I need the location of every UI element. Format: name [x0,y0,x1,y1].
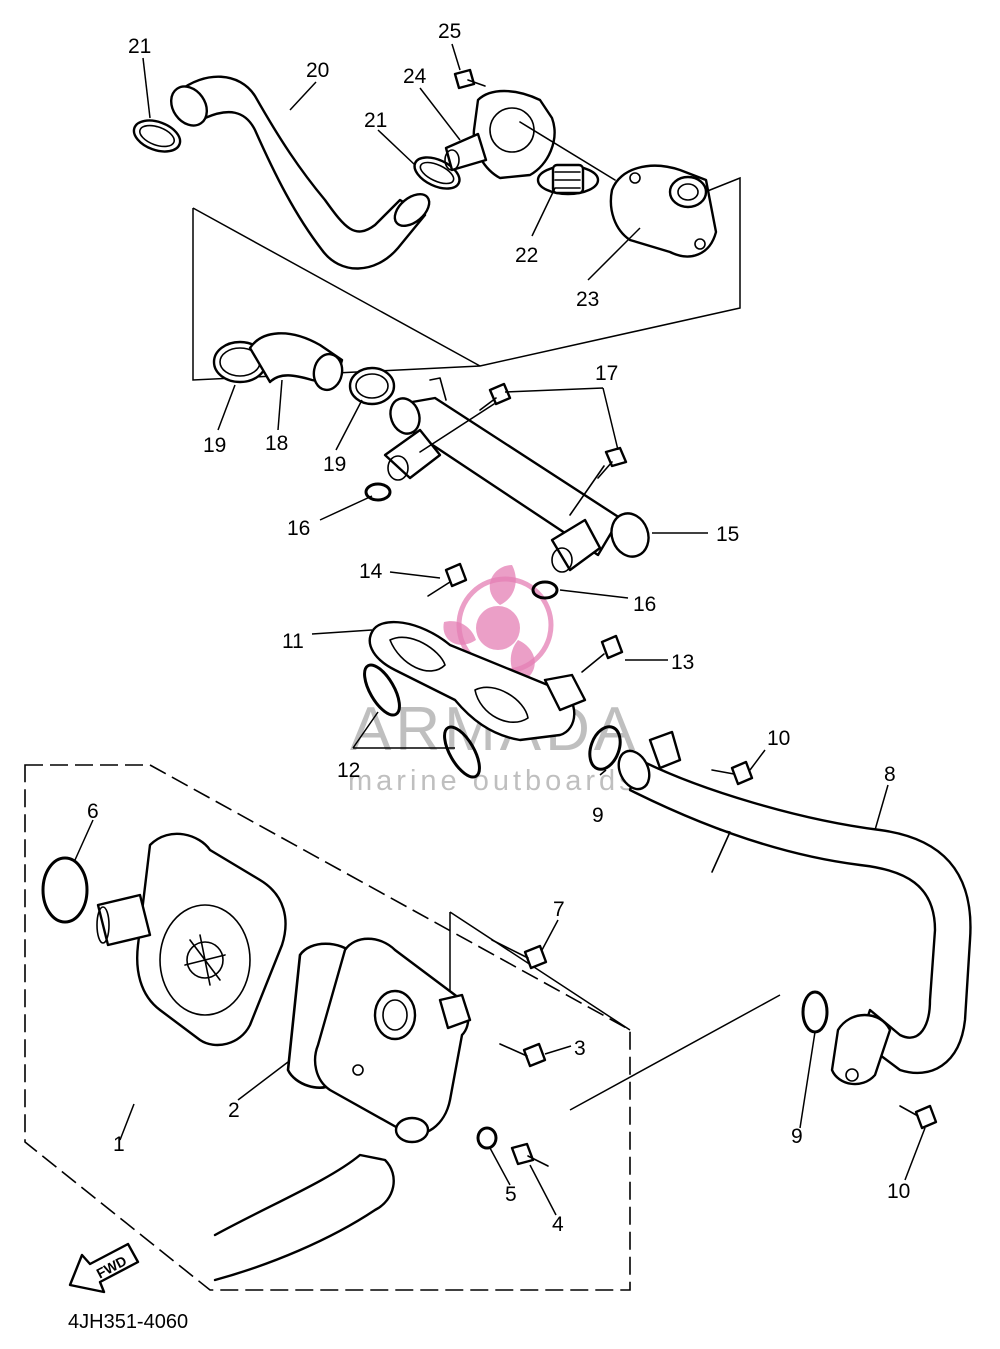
hose-18 [248,332,344,392]
group-frame-water-pump [24,764,631,1291]
lower-hose [213,1153,395,1282]
gasket-12-right [443,725,481,779]
callout-24: 24 [403,65,427,88]
callout-4: 4 [552,1213,564,1236]
callout-3: 3 [574,1037,586,1060]
bolt-14 [427,562,468,597]
callout-16-right: 16 [633,593,656,616]
callout-25: 25 [438,20,461,43]
callouts: 21 20 25 24 21 22 23 17 19 18 19 16 15 1… [87,20,910,1236]
thermostat-cover-24 [444,89,556,180]
bolt-17-paths [419,403,605,516]
clamp-21-right [413,156,461,190]
pipe-15 [383,377,650,573]
diagram-code: 4JH351-4060 [68,1311,188,1333]
thermostat-housing-23 [609,164,718,258]
group-frame-upper-link [192,207,481,367]
leader-lines [74,43,926,1216]
callout-18: 18 [265,432,288,455]
pipe-8 [617,730,972,1086]
callout-7: 7 [553,898,565,921]
clamp-21-left [132,119,182,153]
dash-line-thermo [519,121,616,181]
washer-5 [476,1126,498,1150]
callout-22: 22 [515,244,538,267]
gasket-12-left [363,663,401,717]
callout-23: 23 [576,288,599,311]
callout-1: 1 [113,1133,125,1156]
joint-11 [368,620,587,742]
o-ring-9-lower [801,990,829,1034]
o-ring-16-left [364,482,392,502]
callout-12: 12 [337,759,360,782]
bolt-17-upper [479,382,512,411]
o-ring-9-upper [588,725,622,771]
callout-13: 13 [671,651,694,674]
callout-9-lower: 9 [791,1125,803,1148]
bolt-10-upper [711,760,754,786]
bolt-25 [453,68,486,90]
bolt-7 [491,939,548,970]
o-ring-6 [41,856,89,924]
o-ring-16-right [531,580,559,600]
group-frame-thermostat [192,176,741,381]
bolt-10-lower [899,1104,938,1130]
bolt-17-lower [597,446,628,479]
callout-10-lower: 10 [887,1180,910,1203]
callout-5: 5 [505,1183,517,1206]
callout-19-right: 19 [323,453,346,476]
bolt-13 [581,634,624,673]
callout-11: 11 [282,630,304,653]
thermostat-22 [536,163,600,196]
callout-20: 20 [306,59,329,82]
watermark-tagline: marine outboards [348,765,638,797]
callout-15: 15 [716,523,739,546]
callout-19-left: 19 [203,434,226,457]
bolt-4 [510,1142,549,1167]
callout-8: 8 [884,763,896,786]
callout-14: 14 [359,560,383,583]
callout-16-left: 16 [287,517,310,540]
pump-housing [314,937,472,1144]
impeller-assembly [96,832,287,1047]
bolt-3 [499,1042,547,1068]
callout-21-left: 21 [128,35,151,58]
callout-10-upper: 10 [767,727,790,750]
hose-20 [169,75,431,270]
fwd-arrow-icon: FWD [68,1242,140,1294]
callout-9-upper: 9 [592,804,604,827]
clamp-19-right [348,366,396,406]
callout-21-right: 21 [364,109,387,132]
callout-6: 6 [87,800,99,823]
callout-2: 2 [228,1099,240,1122]
group-frame-bolts [449,911,781,1111]
callout-17: 17 [595,362,618,385]
